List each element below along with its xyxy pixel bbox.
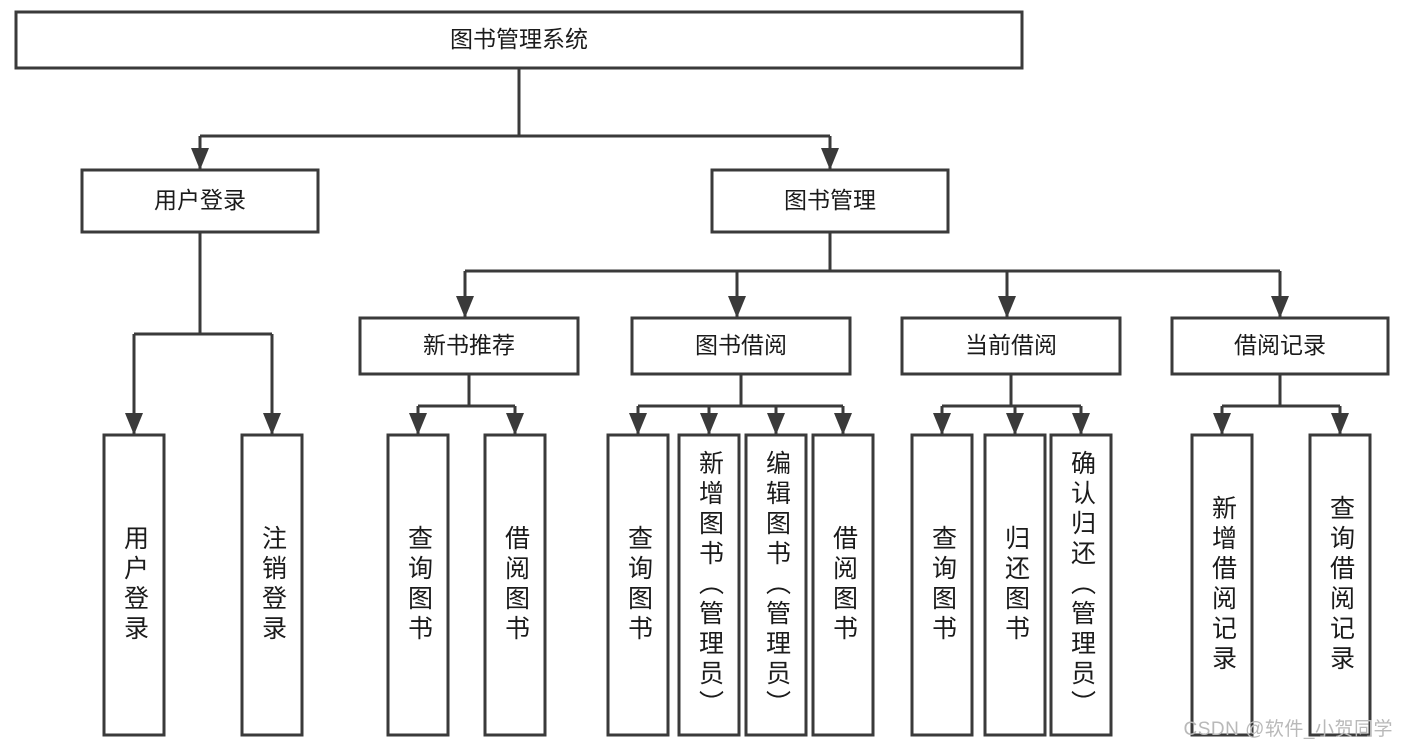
arrow-head-icon bbox=[767, 413, 785, 435]
arrow-head-icon bbox=[728, 296, 746, 318]
arrow-head-icon bbox=[629, 413, 647, 435]
connector-layer bbox=[125, 68, 1349, 435]
arrow-head-icon bbox=[1331, 413, 1349, 435]
leaf-node-box-7[interactable] bbox=[811, 433, 875, 737]
arrow-head-icon bbox=[506, 413, 524, 435]
level3-node-label-3: 借阅记录 bbox=[1234, 332, 1326, 358]
arrow-head-icon bbox=[834, 413, 852, 435]
leaf-node-box-6[interactable] bbox=[744, 433, 808, 737]
leaf-node-box-3[interactable] bbox=[483, 433, 547, 737]
arrow-head-icon bbox=[700, 413, 718, 435]
root-node-label: 图书管理系统 bbox=[450, 26, 588, 52]
root-node-box[interactable] bbox=[14, 10, 1024, 70]
level3-node-box-3[interactable] bbox=[1170, 316, 1390, 376]
level3-node-box-1[interactable] bbox=[630, 316, 852, 376]
leaf-node-box-1[interactable] bbox=[240, 433, 304, 737]
arrow-head-icon bbox=[1006, 413, 1024, 435]
arrow-head-icon bbox=[456, 296, 474, 318]
arrow-head-icon bbox=[933, 413, 951, 435]
arrow-head-icon bbox=[409, 413, 427, 435]
leaf-node-box-9[interactable] bbox=[983, 433, 1047, 737]
arrow-head-icon bbox=[998, 296, 1016, 318]
leaf-node-box-11[interactable] bbox=[1190, 433, 1254, 737]
level2-node-box-1[interactable] bbox=[710, 168, 950, 234]
arrow-head-icon bbox=[1072, 413, 1090, 435]
arrow-head-icon bbox=[191, 148, 209, 170]
level2-node-label-0: 用户登录 bbox=[154, 187, 246, 213]
level3-node-box-2[interactable] bbox=[900, 316, 1122, 376]
watermark-text: CSDN @软件_小贺同学 bbox=[1183, 719, 1393, 740]
box-layer bbox=[14, 10, 1390, 737]
arrow-head-icon bbox=[125, 413, 143, 435]
arrow-head-icon bbox=[1271, 296, 1289, 318]
arrow-head-icon bbox=[1213, 413, 1231, 435]
leaf-node-box-10[interactable] bbox=[1049, 433, 1113, 737]
level2-node-box-0[interactable] bbox=[80, 168, 320, 234]
leaf-node-box-2[interactable] bbox=[386, 433, 450, 737]
leaf-node-box-4[interactable] bbox=[606, 433, 670, 737]
leaf-node-box-8[interactable] bbox=[910, 433, 974, 737]
arrow-head-icon bbox=[821, 148, 839, 170]
arrow-head-icon bbox=[263, 413, 281, 435]
leaf-node-box-0[interactable] bbox=[102, 433, 166, 737]
level3-node-label-2: 当前借阅 bbox=[965, 332, 1057, 358]
leaf-node-box-12[interactable] bbox=[1308, 433, 1372, 737]
level2-node-label-1: 图书管理 bbox=[784, 187, 876, 213]
level3-node-label-0: 新书推荐 bbox=[423, 332, 515, 358]
level3-node-box-0[interactable] bbox=[358, 316, 580, 376]
leaf-node-box-5[interactable] bbox=[677, 433, 741, 737]
level3-node-label-1: 图书借阅 bbox=[695, 332, 787, 358]
